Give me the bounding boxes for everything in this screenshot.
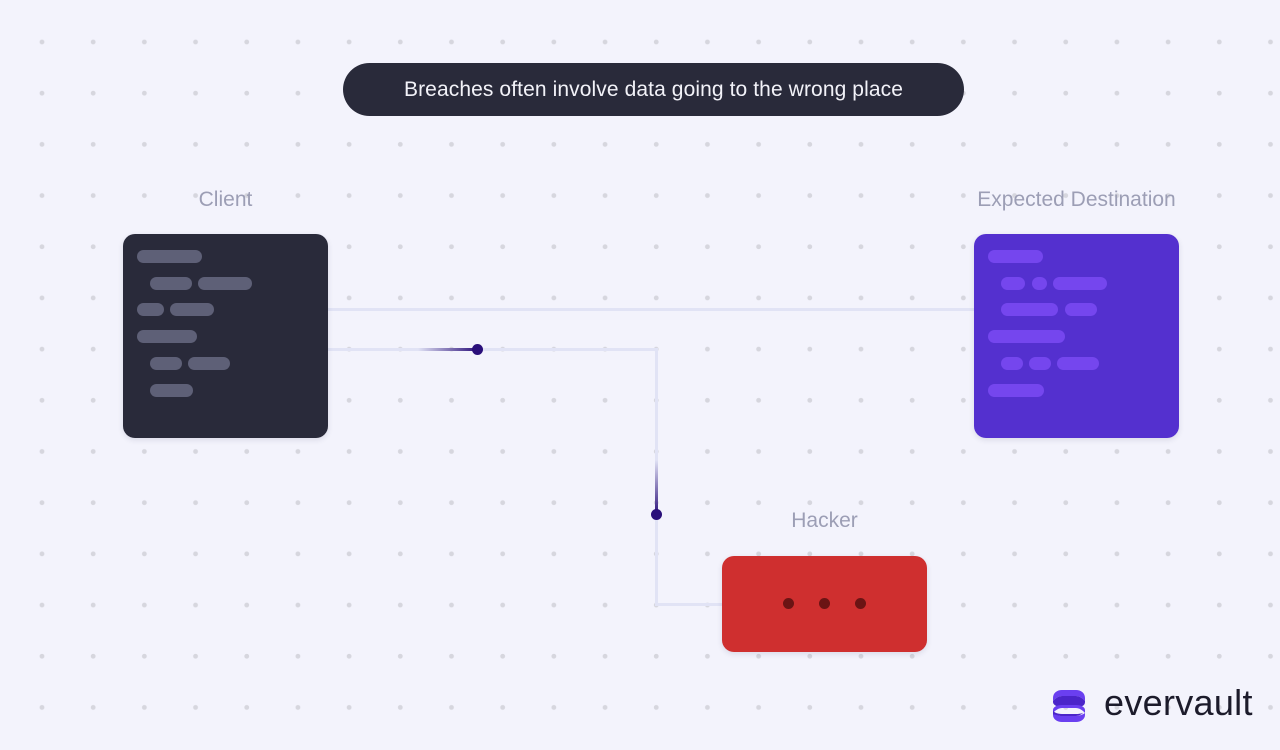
ellipsis-dot <box>783 598 794 609</box>
client-to-destination-line <box>328 308 974 311</box>
code-line-placeholder <box>988 250 1043 263</box>
destination-label: Expected Destination <box>977 188 1176 211</box>
ellipsis-dot <box>819 598 830 609</box>
code-line-placeholder <box>170 303 214 316</box>
packet-dot-vertical <box>651 509 662 520</box>
evervault-logo-icon <box>1048 685 1090 727</box>
client-to-hacker-line-h2 <box>655 603 722 606</box>
destination-node <box>974 234 1179 438</box>
client-label: Client <box>198 188 253 211</box>
code-line-placeholder <box>1065 303 1097 316</box>
code-line-placeholder <box>137 303 164 316</box>
code-line-placeholder <box>1001 277 1025 290</box>
code-line-placeholder <box>150 384 193 397</box>
headline-banner: Breaches often involve data going to the… <box>343 63 964 116</box>
client-to-hacker-line-h1 <box>328 348 658 351</box>
code-line-placeholder <box>988 330 1065 343</box>
headline-text: Breaches often involve data going to the… <box>403 77 904 101</box>
client-node <box>123 234 328 438</box>
code-line-placeholder <box>1053 277 1107 290</box>
code-line-placeholder <box>1057 357 1099 370</box>
code-line-placeholder <box>150 357 182 370</box>
code-line-placeholder <box>988 384 1044 397</box>
code-line-placeholder <box>198 277 252 290</box>
code-line-placeholder <box>1032 277 1047 290</box>
packet-trail-horizontal <box>418 348 478 351</box>
packet-trail-vertical <box>655 460 658 515</box>
packet-dot-horizontal <box>472 344 483 355</box>
code-line-placeholder <box>1029 357 1051 370</box>
hacker-node <box>722 556 927 652</box>
code-line-placeholder <box>188 357 230 370</box>
code-line-placeholder <box>1001 303 1058 316</box>
evervault-wordmark: evervault <box>1104 682 1253 723</box>
code-line-placeholder <box>150 277 192 290</box>
ellipsis-dot <box>855 598 866 609</box>
hacker-label: Hacker <box>791 509 858 532</box>
code-line-placeholder <box>137 330 197 343</box>
code-line-placeholder <box>137 250 202 263</box>
code-line-placeholder <box>1001 357 1023 370</box>
